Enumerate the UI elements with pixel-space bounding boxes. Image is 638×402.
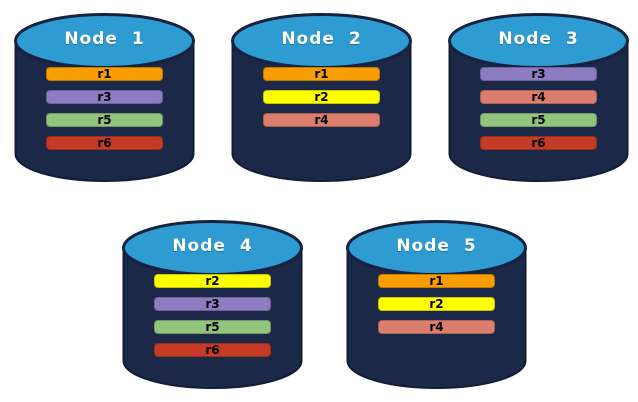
replica-list: r1 r2 r4 (263, 67, 380, 127)
node-5: Node 5 r1 r2 r4 (344, 215, 529, 395)
replica-bar-r5: r5 (46, 113, 163, 127)
replica-bar-r5: r5 (154, 320, 271, 334)
replica-list: r2 r3 r5 r6 (154, 274, 271, 357)
replica-list: r1 r2 r4 (378, 274, 495, 334)
replica-bar-r5: r5 (480, 113, 597, 127)
replica-bar-r1: r1 (378, 274, 495, 288)
replica-bar-r6: r6 (480, 136, 597, 150)
node-title: Node 4 (172, 236, 253, 256)
node-title: Node 5 (396, 236, 477, 256)
replica-bar-r1: r1 (46, 67, 163, 81)
node-title: Node 3 (498, 29, 579, 49)
node-1: Node 1 r1 r3 r5 r6 (12, 8, 197, 188)
replica-bar-r4: r4 (378, 320, 495, 334)
replica-bar-r2: r2 (263, 90, 380, 104)
replica-bar-r2: r2 (378, 297, 495, 311)
replica-bar-r4: r4 (263, 113, 380, 127)
node-3: Node 3 r3 r4 r5 r6 (446, 8, 631, 188)
replica-list: r1 r3 r5 r6 (46, 67, 163, 150)
replica-bar-r3: r3 (154, 297, 271, 311)
replica-bar-r3: r3 (480, 67, 597, 81)
replica-bar-r6: r6 (46, 136, 163, 150)
replica-bar-r4: r4 (480, 90, 597, 104)
node-4: Node 4 r2 r3 r5 r6 (120, 215, 305, 395)
node-title: Node 1 (64, 29, 145, 49)
replica-bar-r2: r2 (154, 274, 271, 288)
replica-list: r3 r4 r5 r6 (480, 67, 597, 150)
replica-bar-r3: r3 (46, 90, 163, 104)
replica-bar-r1: r1 (263, 67, 380, 81)
node-2: Node 2 r1 r2 r4 (229, 8, 414, 188)
replica-bar-r6: r6 (154, 343, 271, 357)
node-title: Node 2 (281, 29, 362, 49)
